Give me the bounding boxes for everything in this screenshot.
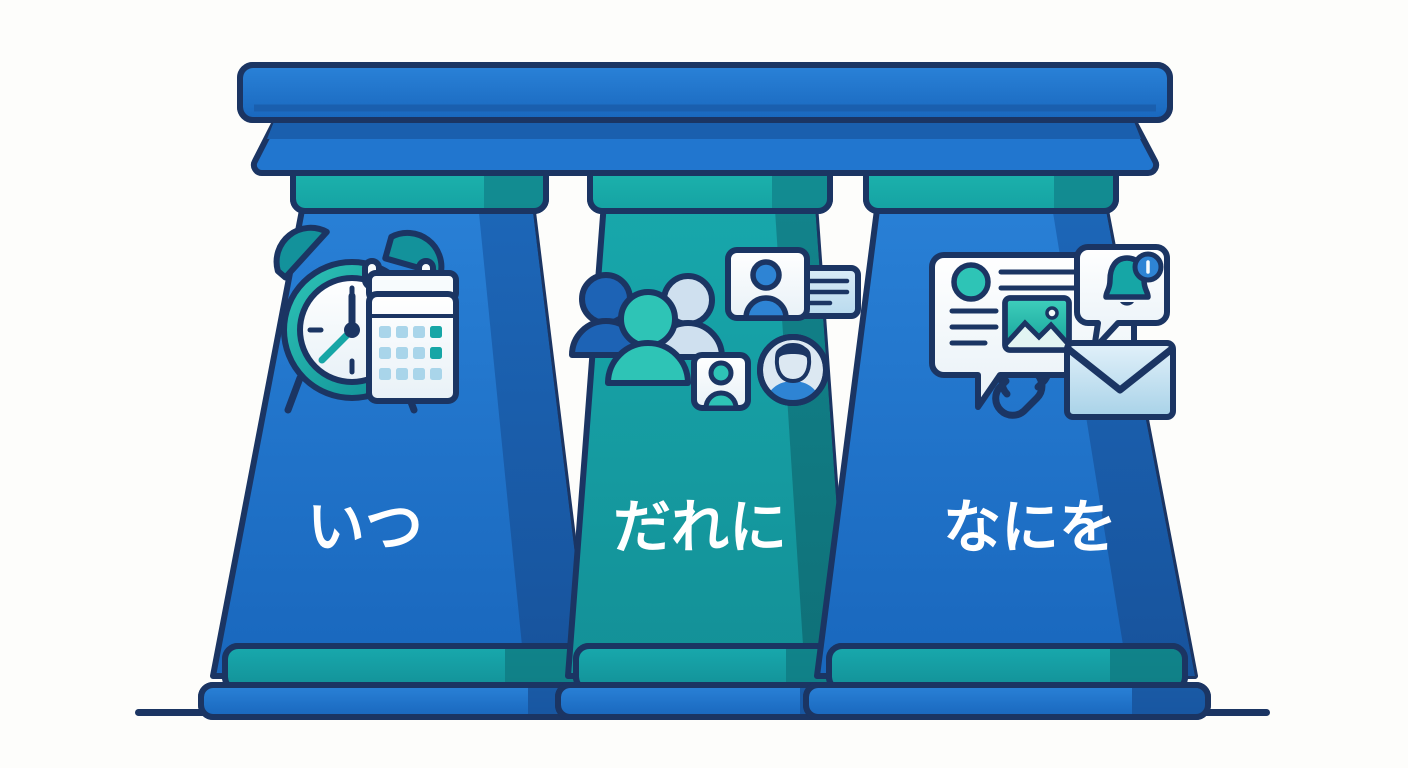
pillar-to-whom-label: だれに xyxy=(613,493,787,561)
pillar-to-whom[interactable]: だれに xyxy=(555,152,869,720)
pillar-what-label: なにを xyxy=(943,493,1117,561)
message-text-lines-bottom xyxy=(949,308,999,346)
portrait-avatar-icon xyxy=(757,334,829,406)
pillar-what-base xyxy=(803,643,1211,720)
message-avatar-icon xyxy=(951,262,991,302)
contact-card-icon xyxy=(725,247,861,321)
calendar-icon xyxy=(362,258,459,404)
pillar-when[interactable]: いつ xyxy=(198,152,608,720)
people-group-icon xyxy=(569,272,725,386)
pillar-when-label: いつ xyxy=(307,493,423,561)
pillar-to-whom-shaft xyxy=(565,160,852,679)
image-thumbnail-icon xyxy=(1002,295,1072,353)
notification-bell-icon xyxy=(1074,244,1170,352)
pillar-when-base xyxy=(198,643,608,720)
top-beam xyxy=(237,62,1173,177)
envelope-icon xyxy=(1064,340,1176,420)
avatar-card-icon xyxy=(691,352,751,411)
calendar-cells xyxy=(379,326,442,380)
